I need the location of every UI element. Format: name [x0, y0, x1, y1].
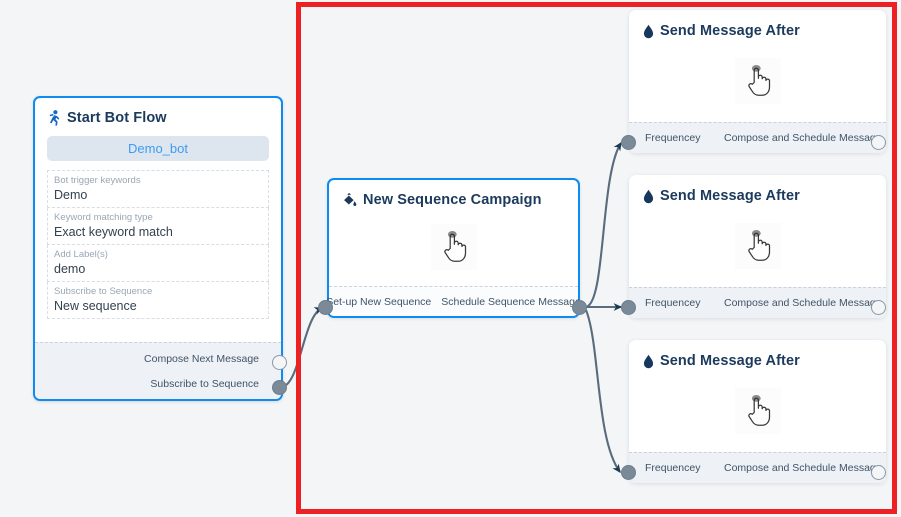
field-label: Keyword matching type: [54, 212, 153, 223]
port-label-frequencey: Frequencey: [645, 297, 701, 309]
running-person-icon: [48, 110, 61, 126]
bot-field-list: Bot trigger keywords Demo Keyword matchi…: [47, 170, 269, 319]
port-label-compose-and-schedule-message: Compose and Schedule Message: [724, 297, 882, 309]
node-new-sequence-campaign-title: New Sequence Campaign: [329, 180, 578, 208]
pointing-hand-cursor: [734, 57, 781, 104]
port-label-subscribe-to-sequence: Subscribe to Sequence: [150, 378, 259, 390]
connector-sequence-to-card-3: [585, 309, 621, 473]
pointing-hand-cursor: [734, 222, 781, 269]
port-label-frequencey: Frequencey: [645, 132, 701, 144]
field-subscribe-to-sequence[interactable]: Subscribe to Sequence New sequence: [47, 282, 269, 319]
field-label: Bot trigger keywords: [54, 175, 141, 186]
paint-bucket-icon: [342, 192, 357, 208]
port-compose-and-schedule-message-out-1[interactable]: [871, 135, 886, 150]
node-start-bot-flow-title-text: Start Bot Flow: [67, 110, 167, 126]
node-send-message-after-3-footer: Frequencey Compose and Schedule Message: [629, 452, 886, 483]
node-new-sequence-campaign-title-text: New Sequence Campaign: [363, 192, 542, 208]
water-drop-icon: [643, 354, 654, 369]
water-drop-icon: [643, 24, 654, 39]
port-schedule-sequence-message-out[interactable]: [572, 300, 587, 315]
node-new-sequence-campaign-footer: Set-up New Sequence Schedule Sequence Me…: [326, 286, 581, 316]
node-send-message-after-1-title: Send Message After: [629, 10, 886, 39]
port-compose-and-schedule-message-out-2[interactable]: [871, 300, 886, 315]
port-label-frequencey: Frequencey: [645, 462, 701, 474]
node-start-bot-flow-body: Demo_bot Bot trigger keywords Demo Keywo…: [35, 126, 281, 342]
port-compose-and-schedule-message-out-3[interactable]: [871, 465, 886, 480]
node-send-message-after-1-footer: Frequencey Compose and Schedule Message: [629, 122, 886, 153]
node-send-message-after-1-title-text: Send Message After: [660, 23, 800, 39]
port-label-compose-next-message: Compose Next Message: [144, 353, 259, 365]
port-label-compose-and-schedule-message: Compose and Schedule Message: [724, 462, 882, 474]
field-value: New sequence: [54, 299, 137, 313]
node-start-bot-flow-footer: Compose Next Message Subscribe to Sequen…: [35, 342, 281, 399]
node-start-bot-flow-title: Start Bot Flow: [35, 98, 281, 126]
field-value: Demo: [54, 188, 88, 202]
field-value: Exact keyword match: [54, 225, 173, 239]
port-label-schedule-sequence-message: Schedule Sequence Message: [441, 295, 581, 308]
port-frequencey-in-1[interactable]: [621, 135, 636, 150]
node-send-message-after-2-footer: Frequencey Compose and Schedule Message: [629, 287, 886, 318]
port-frequencey-in-3[interactable]: [621, 465, 636, 480]
port-frequencey-in-2[interactable]: [621, 300, 636, 315]
node-send-message-after-2[interactable]: Send Message After Frequencey Compose an…: [629, 175, 886, 318]
node-send-message-after-1[interactable]: Send Message After Frequencey Compose an…: [629, 10, 886, 153]
field-value: demo: [54, 262, 86, 276]
field-keyword-matching-type[interactable]: Keyword matching type Exact keyword matc…: [47, 208, 269, 245]
field-bot-trigger-keywords[interactable]: Bot trigger keywords Demo: [47, 170, 269, 208]
connector-start-to-sequence: [280, 307, 324, 389]
field-add-labels[interactable]: Add Label(s) demo: [47, 245, 269, 282]
port-subscribe-to-sequence-out[interactable]: [272, 380, 287, 395]
node-send-message-after-3-title: Send Message After: [629, 340, 886, 369]
water-drop-icon: [643, 189, 654, 204]
node-send-message-after-3-body: [629, 369, 886, 452]
node-start-bot-flow[interactable]: Start Bot Flow Demo_bot Bot trigger keyw…: [33, 96, 283, 401]
port-compose-next-message-out[interactable]: [272, 355, 287, 370]
field-label: Add Label(s): [54, 249, 108, 260]
port-label-compose-and-schedule-message: Compose and Schedule Message: [724, 132, 882, 144]
bot-name-pill[interactable]: Demo_bot: [47, 136, 269, 161]
port-set-up-new-sequence-in[interactable]: [318, 300, 333, 315]
node-send-message-after-2-body: [629, 204, 886, 287]
node-send-message-after-2-title-text: Send Message After: [660, 188, 800, 204]
field-label: Subscribe to Sequence: [54, 286, 153, 297]
node-send-message-after-3-title-text: Send Message After: [660, 353, 800, 369]
node-new-sequence-campaign-body: [329, 208, 578, 286]
node-send-message-after-1-body: [629, 39, 886, 122]
node-send-message-after-2-title: Send Message After: [629, 175, 886, 204]
port-label-set-up-new-sequence: Set-up New Sequence: [326, 295, 432, 308]
pointing-hand-cursor: [734, 387, 781, 434]
node-new-sequence-campaign[interactable]: New Sequence Campaign Set-up New Sequenc…: [326, 178, 581, 318]
node-send-message-after-3[interactable]: Send Message After Frequencey Compose an…: [629, 340, 886, 483]
connector-sequence-to-card-1: [585, 141, 622, 309]
pointing-hand-cursor: [430, 224, 477, 270]
